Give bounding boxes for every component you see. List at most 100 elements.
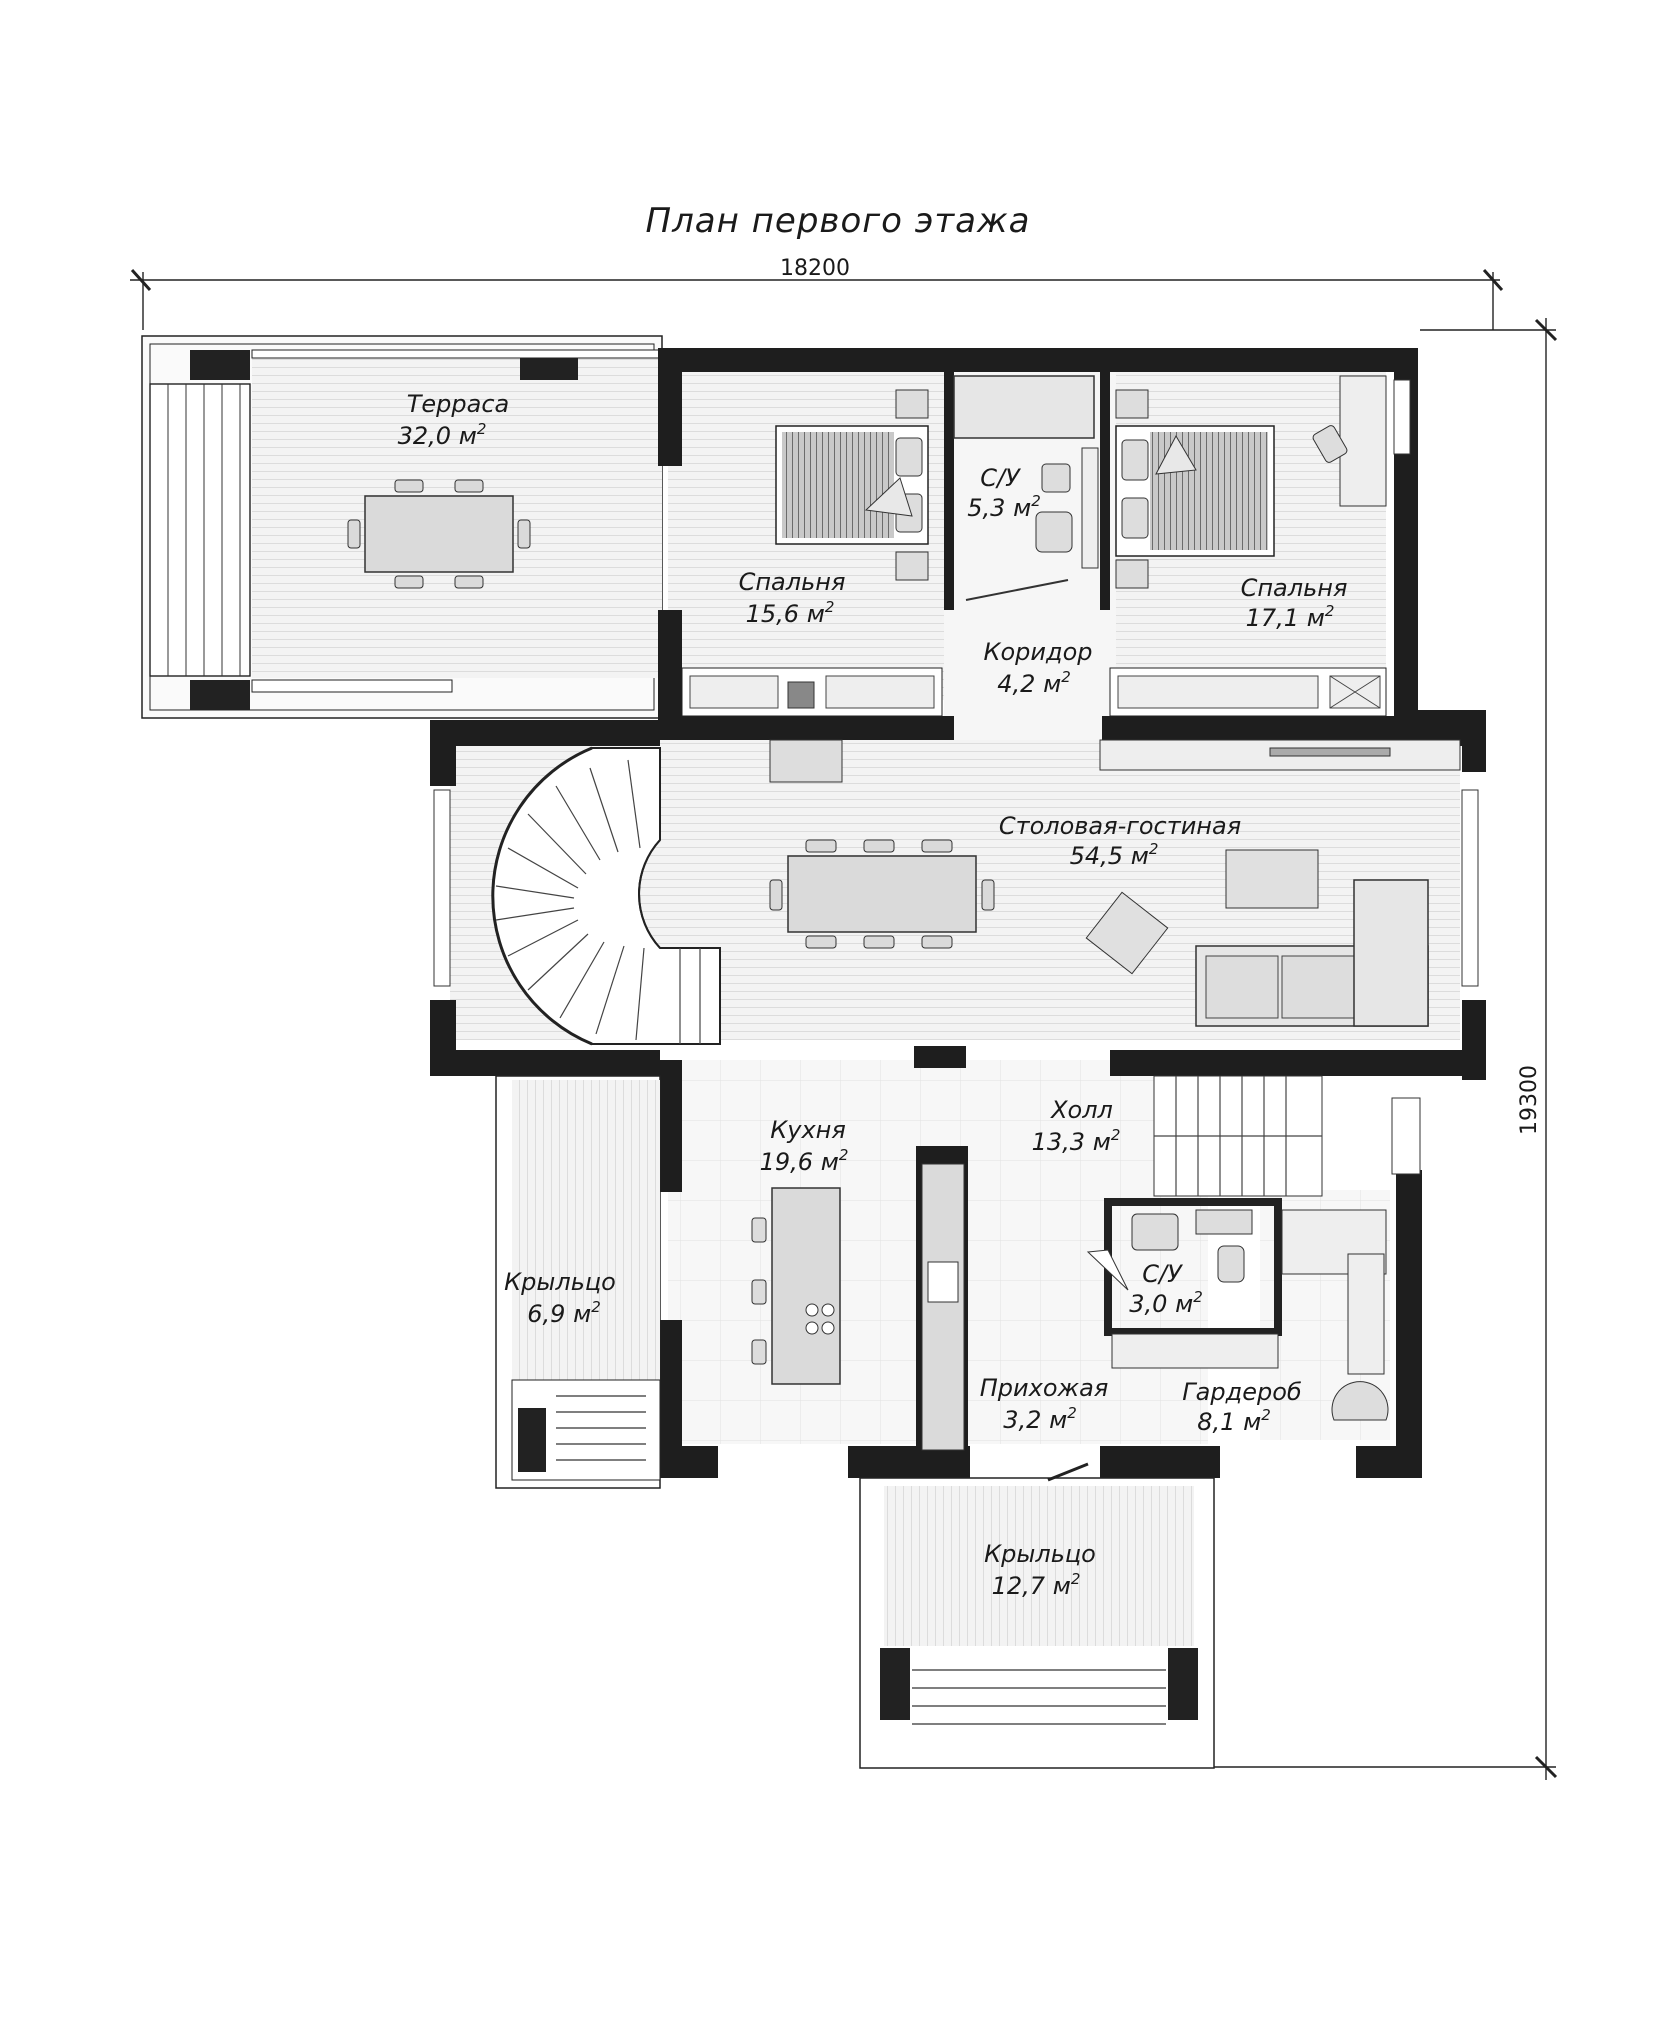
svg-text:3,0 м2: 3,0 м2: [1129, 1288, 1202, 1318]
area-exponent: 2: [1061, 668, 1071, 686]
area-unit: м: [821, 1148, 839, 1176]
nightstand: [895, 551, 929, 581]
area-unit: м: [1043, 670, 1061, 698]
bathroom-lower: [1086, 1198, 1282, 1336]
terrace: [141, 335, 663, 719]
room-name: Крыльцо: [984, 1540, 1096, 1568]
area-exponent: 2: [839, 1146, 849, 1164]
room-name: Гардероб: [1182, 1378, 1302, 1406]
spiral-stair: [491, 746, 721, 1046]
column: [190, 680, 250, 710]
chair: [1312, 425, 1348, 463]
window: [433, 789, 451, 987]
plan-title-text: План первого этажа: [646, 201, 1031, 241]
hall: [1153, 1075, 1421, 1197]
bathroom-top: [953, 375, 1099, 601]
svg-text:54,5 м2: 54,5 м2: [1070, 840, 1159, 870]
dimension-height: [1200, 318, 1558, 1780]
svg-text:6,9 м2: 6,9 м2: [527, 1298, 600, 1328]
area-unit: м: [1307, 604, 1325, 632]
area-exponent: 2: [825, 598, 835, 616]
svg-text:19,6 м2: 19,6 м2: [760, 1146, 849, 1176]
area-exponent: 2: [1149, 840, 1159, 858]
wardrobe-room: [1111, 1209, 1389, 1421]
room-name: Столовая-гостиная: [999, 812, 1241, 840]
nightstand: [1115, 559, 1149, 589]
room-area: 17,1: [1246, 604, 1299, 632]
dining-table: [769, 839, 995, 949]
area-unit: м: [807, 600, 825, 628]
sofa: [1195, 879, 1429, 1027]
desk: [1339, 375, 1387, 507]
bedroom-right: [1109, 375, 1411, 717]
dimension-width-text: 18200: [780, 256, 850, 281]
room-name: Прихожая: [980, 1374, 1109, 1402]
area-exponent: 2: [1261, 1406, 1271, 1424]
room-name: Спальня: [1241, 574, 1348, 602]
dimension-height-text: 19300: [1517, 1065, 1542, 1135]
area-exponent: 2: [591, 1298, 601, 1316]
room-name: С/У: [1142, 1260, 1183, 1288]
area-unit: м: [573, 1300, 591, 1328]
svg-text:4,2 м2: 4,2 м2: [997, 668, 1070, 698]
area-unit: м: [1053, 1572, 1071, 1600]
walls: [430, 348, 1486, 1478]
window: [1461, 789, 1479, 987]
svg-text:32,0 м2: 32,0 м2: [398, 420, 487, 450]
bed: [775, 425, 929, 545]
sink: [927, 1261, 959, 1303]
nightstand: [1115, 389, 1149, 419]
area-unit: м: [1131, 842, 1149, 870]
room-area: 13,3: [1032, 1128, 1085, 1156]
wardrobe: [681, 667, 943, 717]
svg-text:12,7 м2: 12,7 м2: [992, 1570, 1081, 1600]
room-area: 32,0: [398, 422, 451, 450]
svg-text:3,2 м2: 3,2 м2: [1003, 1404, 1076, 1434]
room-area: 5,3: [967, 494, 1005, 522]
plan-title: План первого этажа: [646, 201, 1031, 241]
area-unit: м: [1175, 1290, 1193, 1318]
area-exponent: 2: [477, 420, 487, 438]
room-name: Кухня: [770, 1116, 846, 1144]
kitchen: [632, 1163, 965, 1451]
area-unit: м: [459, 422, 477, 450]
bedroom-left: [681, 389, 943, 717]
terrace-stair: [149, 383, 251, 677]
room-name: Крыльцо: [504, 1268, 616, 1296]
bed: [1115, 425, 1275, 557]
area-exponent: 2: [1031, 492, 1041, 510]
room-area: 19,6: [760, 1148, 813, 1176]
room-name: С/У: [980, 464, 1021, 492]
area-unit: м: [1049, 1406, 1067, 1434]
column: [190, 350, 250, 380]
terrace-dining-table: [347, 479, 531, 589]
svg-text:5,3 м2: 5,3 м2: [967, 492, 1040, 522]
room-name: Коридор: [983, 638, 1092, 666]
area-exponent: 2: [1111, 1126, 1121, 1144]
area-unit: м: [1243, 1408, 1261, 1436]
armchair: [1085, 891, 1169, 975]
area-unit: м: [1093, 1128, 1111, 1156]
kitchen-island: [771, 1187, 841, 1385]
svg-text:13,3 м2: 13,3 м2: [1032, 1126, 1121, 1156]
dimension-width: [130, 268, 1504, 330]
kitchen-counter: [921, 1163, 965, 1451]
fireplace: [769, 739, 843, 783]
area-exponent: 2: [1193, 1288, 1203, 1306]
svg-text:8,1 м2: 8,1 м2: [1197, 1406, 1270, 1436]
window: [1393, 379, 1411, 455]
wardrobe: [1109, 667, 1387, 717]
room-area: 8,1: [1197, 1408, 1235, 1436]
area-unit: м: [1013, 494, 1031, 522]
room-name: Холл: [1049, 1096, 1113, 1124]
coffee-table: [1225, 849, 1319, 909]
room-area: 54,5: [1070, 842, 1123, 870]
room-labels: Терраса 32,0 м2 Спальня 15,6 м2 С/У 5,3 …: [398, 390, 1348, 1600]
svg-text:15,6 м2: 15,6 м2: [746, 598, 835, 628]
south-porch: [859, 1462, 1215, 1769]
living-dining: [433, 739, 1479, 1027]
area-exponent: 2: [1325, 602, 1335, 620]
room-area: 4,2: [997, 670, 1035, 698]
room-area: 3,0: [1129, 1290, 1167, 1318]
